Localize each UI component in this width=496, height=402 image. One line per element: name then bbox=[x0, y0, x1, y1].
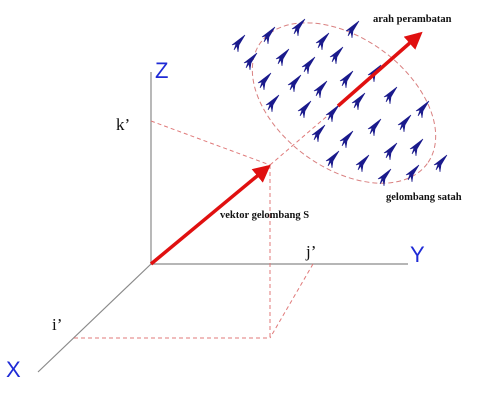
navy-arrow-icon bbox=[367, 118, 382, 137]
navy-arrow-icon bbox=[383, 142, 398, 161]
navy-arrow-icon bbox=[355, 154, 370, 173]
projection-j-line bbox=[269, 263, 314, 339]
navy-arrow-icon bbox=[301, 56, 316, 75]
navy-arrow-icon bbox=[325, 150, 340, 169]
navy-arrow-icon bbox=[261, 26, 276, 45]
navy-arrow-icon bbox=[297, 100, 312, 119]
navy-arrow-icon bbox=[265, 94, 280, 113]
navy-arrow-icon bbox=[339, 130, 354, 149]
navy-arrow-icon bbox=[415, 100, 430, 119]
navy-arrow-icon bbox=[257, 72, 272, 91]
projection-lines bbox=[74, 104, 341, 339]
navy-arrow-icon bbox=[231, 34, 246, 53]
z-axis-label: Z bbox=[155, 58, 168, 83]
navy-arrow-icon bbox=[377, 168, 392, 187]
navy-arrow-icon bbox=[345, 20, 360, 39]
navy-arrow-icon bbox=[433, 154, 448, 173]
navy-arrow-icon bbox=[351, 92, 366, 111]
navy-arrow-icon bbox=[313, 80, 328, 99]
i-component-label: i’ bbox=[52, 315, 62, 334]
wave-vector-arrow bbox=[149, 164, 271, 266]
navy-arrow-icon bbox=[405, 164, 420, 183]
k-component-label: k’ bbox=[116, 115, 130, 134]
propagation-label: arah perambatan bbox=[373, 14, 452, 25]
j-component-label: j’ bbox=[305, 242, 316, 261]
wavefront-arrows bbox=[231, 18, 448, 187]
navy-arrow-icon bbox=[243, 52, 258, 71]
navy-arrow-icon bbox=[329, 46, 344, 65]
navy-arrow-icon bbox=[311, 124, 326, 143]
wavefront-label: gelombang satah bbox=[386, 192, 462, 203]
projection-k-line bbox=[150, 120, 271, 166]
navy-arrow-icon bbox=[315, 32, 330, 51]
navy-arrow-icon bbox=[339, 70, 354, 89]
navy-arrow-icon bbox=[325, 104, 340, 123]
x-axis-label: X bbox=[6, 357, 21, 382]
x-axis-line bbox=[37, 263, 152, 373]
wave-vector-label: vektor gelombang S bbox=[220, 210, 309, 221]
y-axis-label: Y bbox=[410, 242, 425, 267]
propagation-dashed-segment bbox=[269, 104, 341, 166]
navy-arrow-icon bbox=[287, 74, 302, 93]
navy-arrow-icon bbox=[397, 114, 412, 133]
navy-arrow-icon bbox=[291, 18, 306, 37]
wavefront-boundary bbox=[251, 22, 437, 184]
wavefront-plane bbox=[231, 18, 448, 187]
navy-arrow-icon bbox=[275, 48, 290, 67]
navy-arrow-icon bbox=[409, 138, 424, 157]
propagation-arrow bbox=[336, 31, 423, 108]
axes bbox=[37, 72, 408, 373]
navy-arrow-icon bbox=[383, 86, 398, 105]
